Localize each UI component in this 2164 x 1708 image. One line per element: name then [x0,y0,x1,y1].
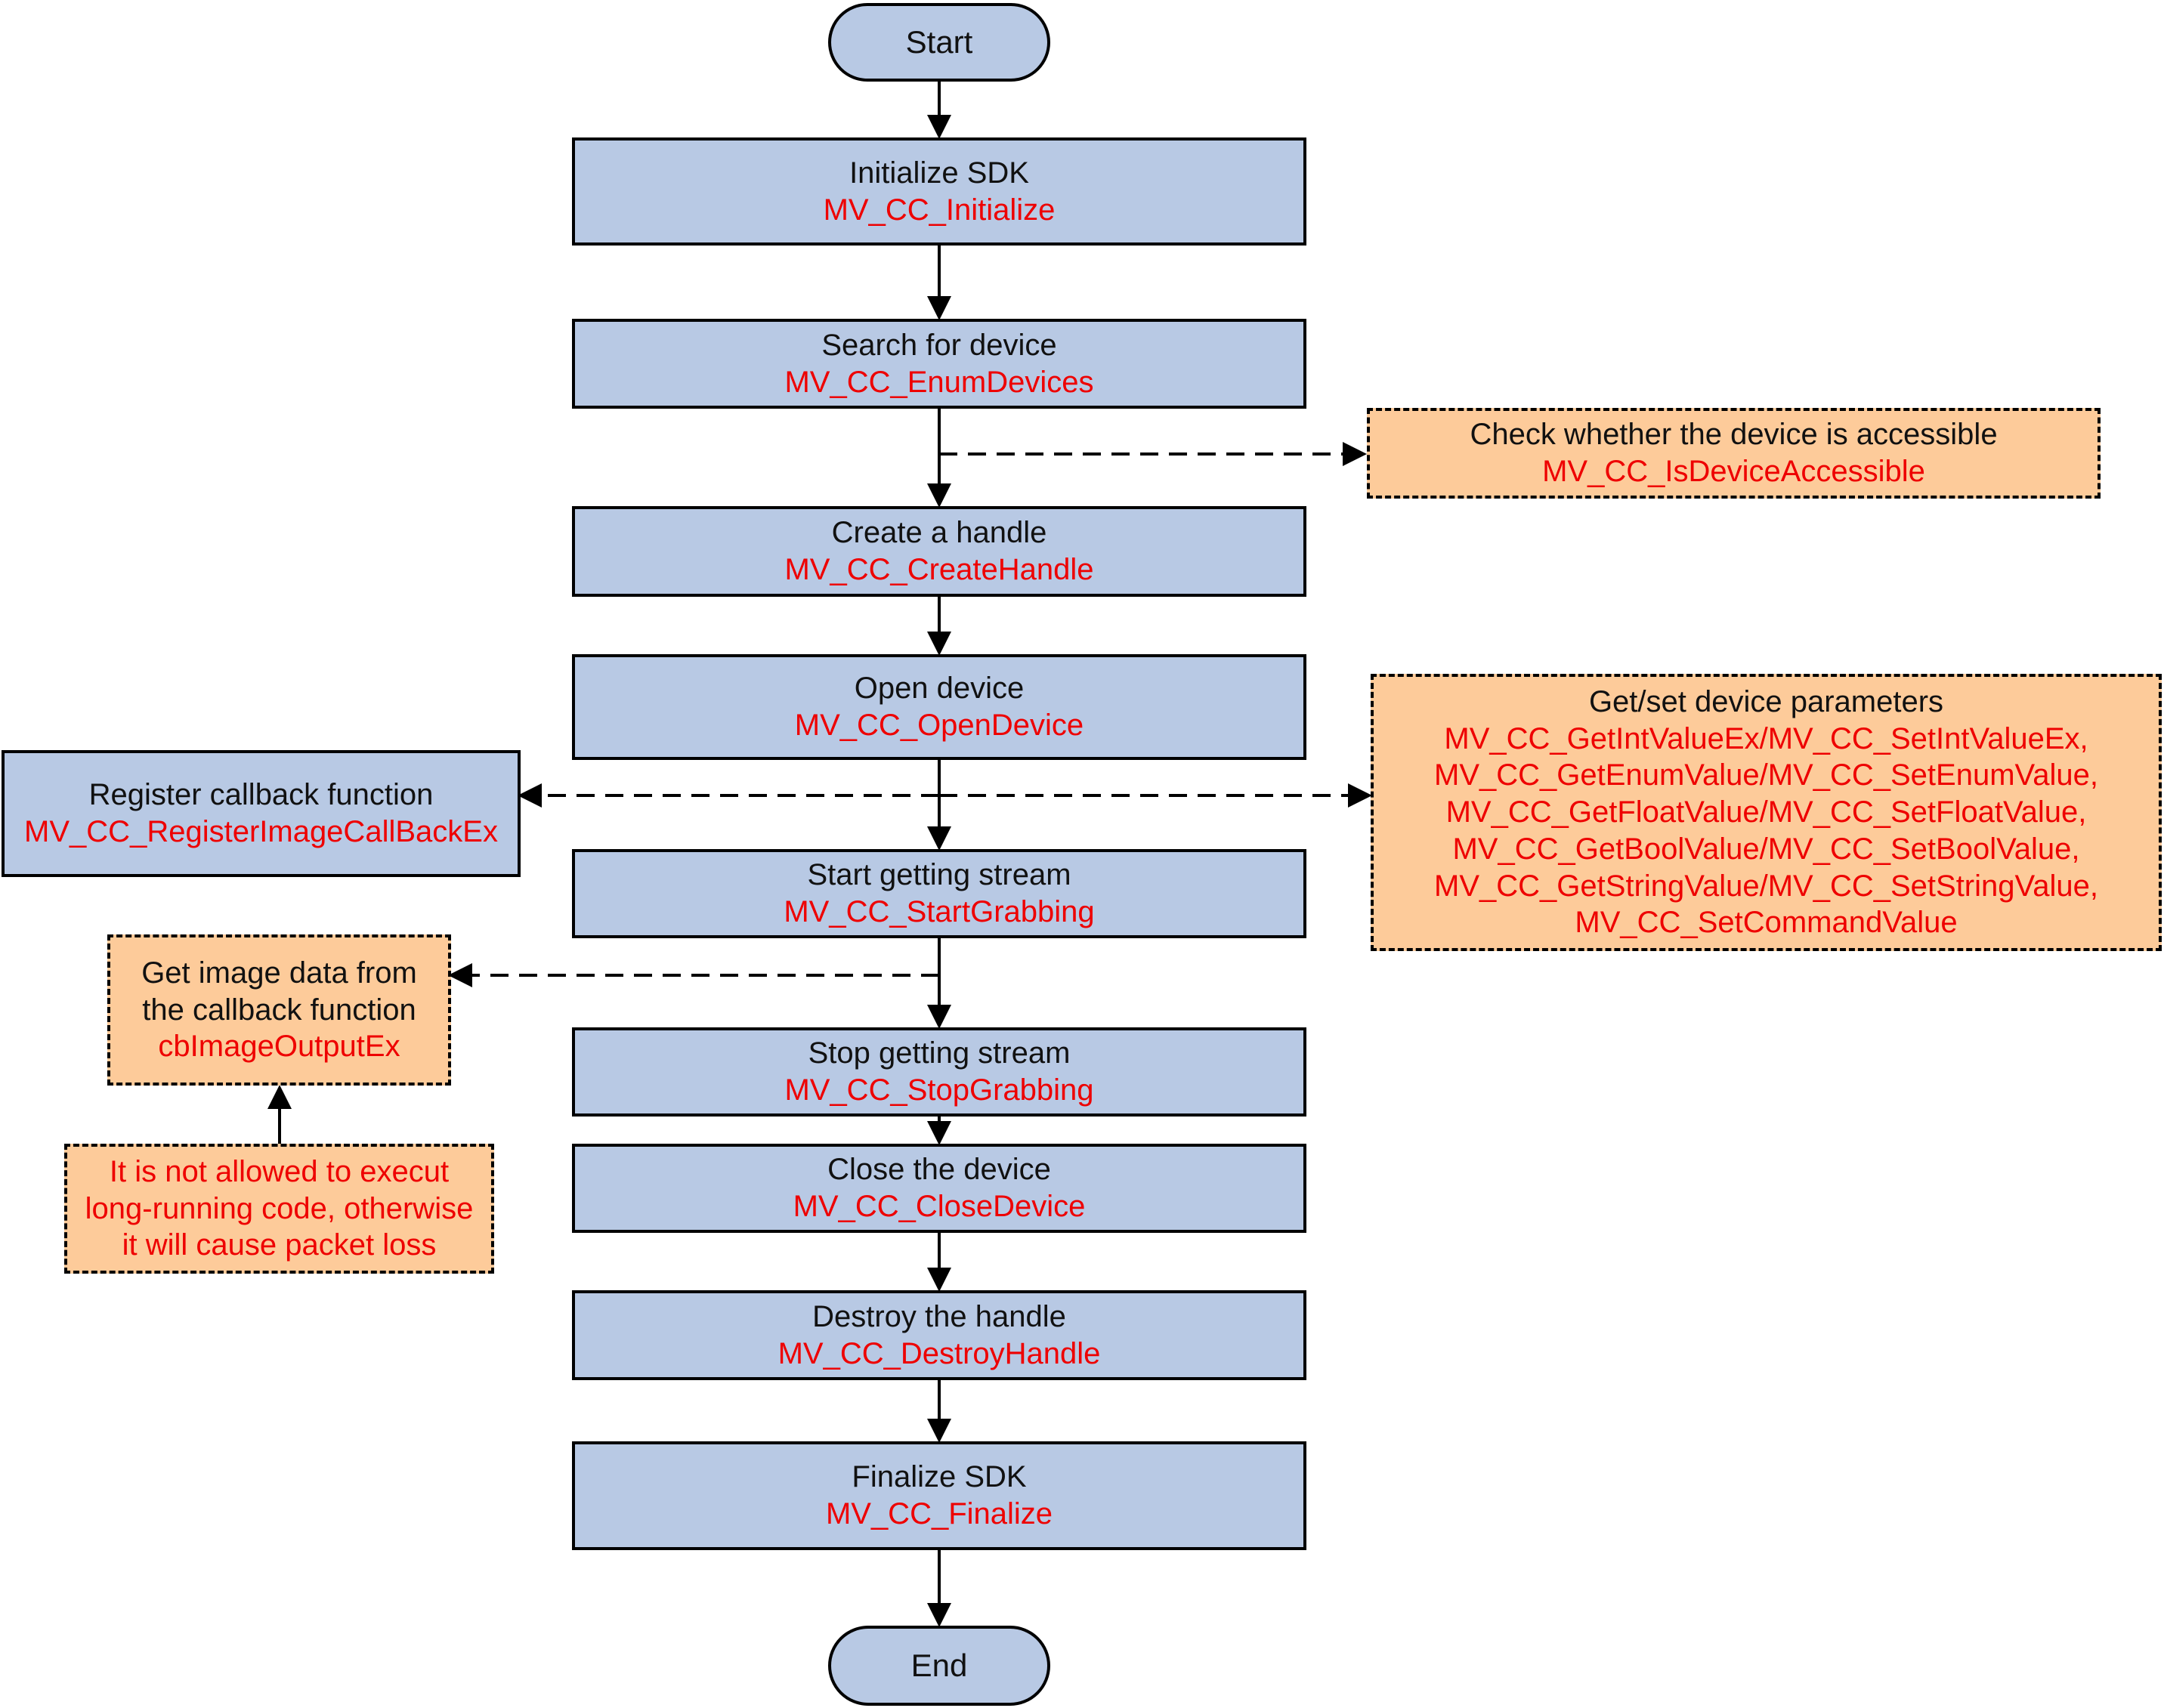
search-device-box: Search for device MV_CC_EnumDevices [572,319,1306,409]
device-parameters-function: MV_CC_SetCommandValue [1575,906,1958,940]
register-callback-label: Register callback function [88,778,434,812]
initialize-sdk-function: MV_CC_Initialize [823,193,1056,227]
start-terminal: Start [828,3,1050,82]
check-accessible-function: MV_CC_IsDeviceAccessible [1542,455,1925,488]
device-parameters-function: MV_CC_GetEnumValue/MV_CC_SetEnumValue, [1434,758,2098,792]
warning-line: long-running code, otherwise [85,1191,474,1225]
create-handle-function: MV_CC_CreateHandle [784,553,1094,586]
start-grabbing-function: MV_CC_StartGrabbing [784,895,1095,928]
warning-line: it will cause packet loss [122,1228,437,1262]
start-grabbing-label: Start getting stream [807,858,1071,892]
create-handle-box: Create a handle MV_CC_CreateHandle [572,506,1306,597]
stop-grabbing-label: Stop getting stream [808,1036,1071,1070]
device-parameters-function: MV_CC_GetIntValueEx/MV_CC_SetIntValueEx, [1444,721,2088,755]
initialize-sdk-box: Initialize SDK MV_CC_Initialize [572,137,1306,246]
device-parameters-function: MV_CC_GetFloatValue/MV_CC_SetFloatValue, [1445,795,2087,829]
search-device-function: MV_CC_EnumDevices [784,365,1094,399]
packet-loss-warning-note: It is not allowed to execut long-running… [64,1144,494,1274]
create-handle-label: Create a handle [831,516,1047,550]
close-device-function: MV_CC_CloseDevice [793,1190,1086,1223]
open-device-function: MV_CC_OpenDevice [794,709,1084,742]
check-accessible-label: Check whether the device is accessible [1470,418,1998,452]
close-device-box: Close the device MV_CC_CloseDevice [572,1144,1306,1233]
device-parameters-note: Get/set device parameters MV_CC_GetIntVa… [1371,674,2162,951]
finalize-sdk-box: Finalize SDK MV_CC_Finalize [572,1441,1306,1550]
open-device-label: Open device [854,672,1025,706]
image-data-function: cbImageOutputEx [158,1030,400,1064]
device-parameters-function: MV_CC_GetStringValue/MV_CC_SetStringValu… [1434,869,2098,903]
image-data-note: Get image data from the callback functio… [107,934,451,1086]
image-data-line: the callback function [142,993,416,1027]
destroy-handle-function: MV_CC_DestroyHandle [777,1336,1101,1370]
search-device-label: Search for device [821,328,1057,362]
image-data-line: Get image data from [141,956,417,990]
device-parameters-label: Get/set device parameters [1588,684,1944,718]
device-parameters-function: MV_CC_GetBoolValue/MV_CC_SetBoolValue, [1452,832,2080,866]
register-callback-box: Register callback function MV_CC_Registe… [2,750,521,877]
stop-grabbing-box: Stop getting stream MV_CC_StopGrabbing [572,1027,1306,1117]
finalize-sdk-function: MV_CC_Finalize [825,1497,1053,1530]
destroy-handle-label: Destroy the handle [812,1299,1066,1333]
start-grabbing-box: Start getting stream MV_CC_StartGrabbing [572,849,1306,938]
close-device-label: Close the device [827,1153,1051,1187]
initialize-sdk-label: Initialize SDK [849,156,1029,190]
register-callback-function: MV_CC_RegisterImageCallBackEx [24,815,498,848]
finalize-sdk-label: Finalize SDK [852,1460,1027,1494]
warning-line: It is not allowed to execut [109,1154,450,1188]
end-terminal: End [828,1626,1050,1706]
check-accessible-note: Check whether the device is accessible M… [1367,408,2101,499]
stop-grabbing-function: MV_CC_StopGrabbing [784,1073,1094,1107]
start-label: Start [905,24,973,60]
open-device-box: Open device MV_CC_OpenDevice [572,654,1306,760]
destroy-handle-box: Destroy the handle MV_CC_DestroyHandle [572,1290,1306,1380]
end-label: End [910,1648,968,1684]
